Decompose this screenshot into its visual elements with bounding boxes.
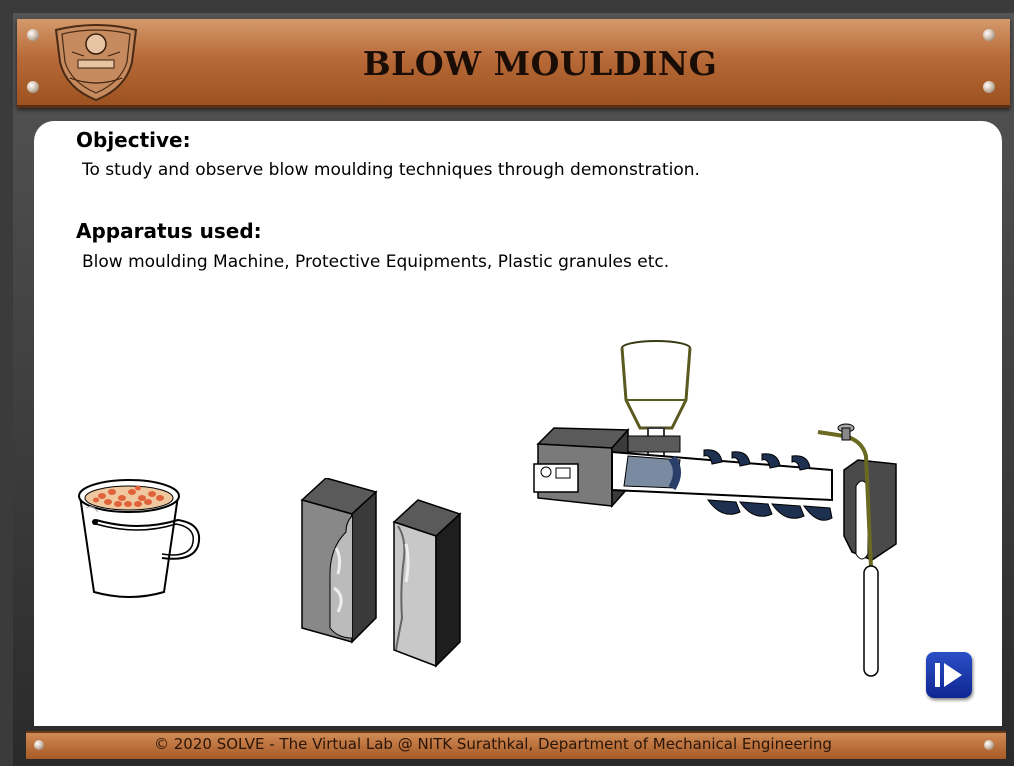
objective-text: To study and observe blow moulding techn… <box>82 160 700 180</box>
rivet <box>34 740 44 750</box>
bucket-of-plastic-granules[interactable] <box>72 474 206 600</box>
footer-copyright: © 2020 SOLVE - The Virtual Lab @ NITK Su… <box>154 735 832 753</box>
rivet <box>984 740 994 750</box>
footer-bar <box>26 731 1006 759</box>
play-next-icon <box>935 663 962 687</box>
apparatus-heading: Apparatus used: <box>76 219 262 243</box>
rivet <box>27 81 39 93</box>
page-title: BLOW MOULDING <box>362 44 718 83</box>
blow-moulding-machine[interactable] <box>532 340 902 680</box>
next-button[interactable] <box>926 652 972 698</box>
rivet <box>983 29 995 41</box>
rivet <box>983 81 995 93</box>
rivet <box>27 29 39 41</box>
nitk-logo <box>54 24 138 102</box>
objective-heading: Objective: <box>76 128 191 152</box>
header-bar <box>17 19 1010 108</box>
bottle-mould-halves[interactable] <box>298 478 466 670</box>
content-panel <box>34 121 1002 726</box>
apparatus-text: Blow moulding Machine, Protective Equipm… <box>82 252 670 272</box>
